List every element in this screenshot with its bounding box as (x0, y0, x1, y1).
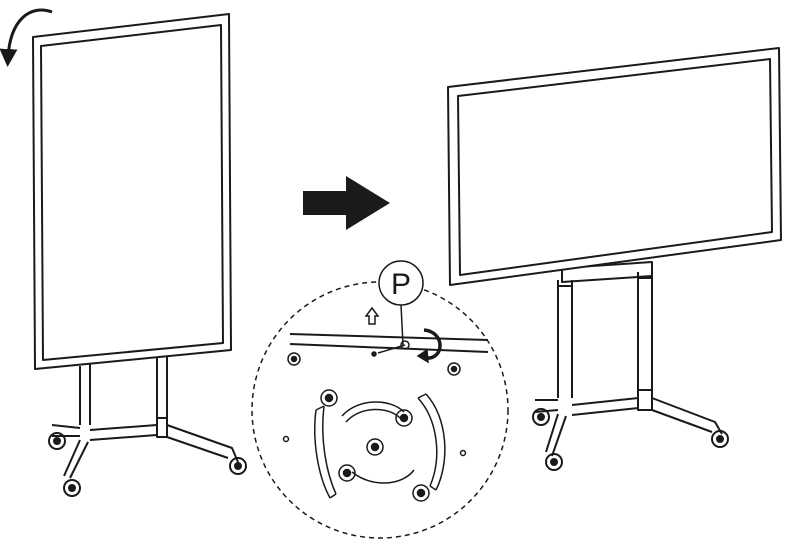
mounting-bolt (395, 409, 413, 427)
rotation-slot (314, 405, 337, 499)
portrait-display-stand (0, 8, 247, 497)
side-knob (447, 362, 461, 376)
caster-wheel (63, 479, 81, 497)
inner-arc-slot (341, 401, 405, 423)
mounting-bolt (338, 464, 356, 482)
side-knob (287, 352, 301, 366)
landscape-display-stand (447, 47, 782, 471)
right-arrow-icon (303, 176, 390, 230)
callout-p-badge: P (378, 260, 424, 346)
stand-legs (79, 352, 168, 425)
display-screen (40, 24, 224, 361)
lock-screw (371, 340, 410, 357)
mounting-bolt (366, 438, 384, 456)
stand-base (534, 389, 723, 457)
mounting-bolt (320, 389, 338, 407)
inner-arc-slot (351, 469, 415, 484)
caster-wheels (532, 408, 729, 471)
display-outer-frame (447, 47, 782, 286)
caster-wheel (532, 408, 550, 426)
circular-arrow-icon (423, 328, 442, 360)
rotation-slot (417, 393, 446, 491)
caster-wheels (48, 432, 247, 497)
detail-callout: P (251, 260, 509, 539)
display-outer-frame (32, 13, 232, 370)
rotate-arrow-icon (0, 8, 53, 67)
caster-wheel (48, 432, 66, 450)
stand-base (51, 417, 239, 479)
small-hole (459, 449, 467, 457)
caster-wheel (229, 457, 247, 475)
mounting-bolt (412, 484, 430, 502)
display-screen (457, 58, 773, 276)
caster-wheel (545, 453, 563, 471)
bracket-edge (289, 333, 489, 353)
small-hole (282, 435, 290, 443)
detail-dashed-circle (251, 281, 509, 539)
caster-wheel (711, 430, 729, 448)
stand-legs (557, 272, 653, 398)
callout-label: P (391, 268, 411, 301)
up-arrow-icon (364, 306, 380, 325)
